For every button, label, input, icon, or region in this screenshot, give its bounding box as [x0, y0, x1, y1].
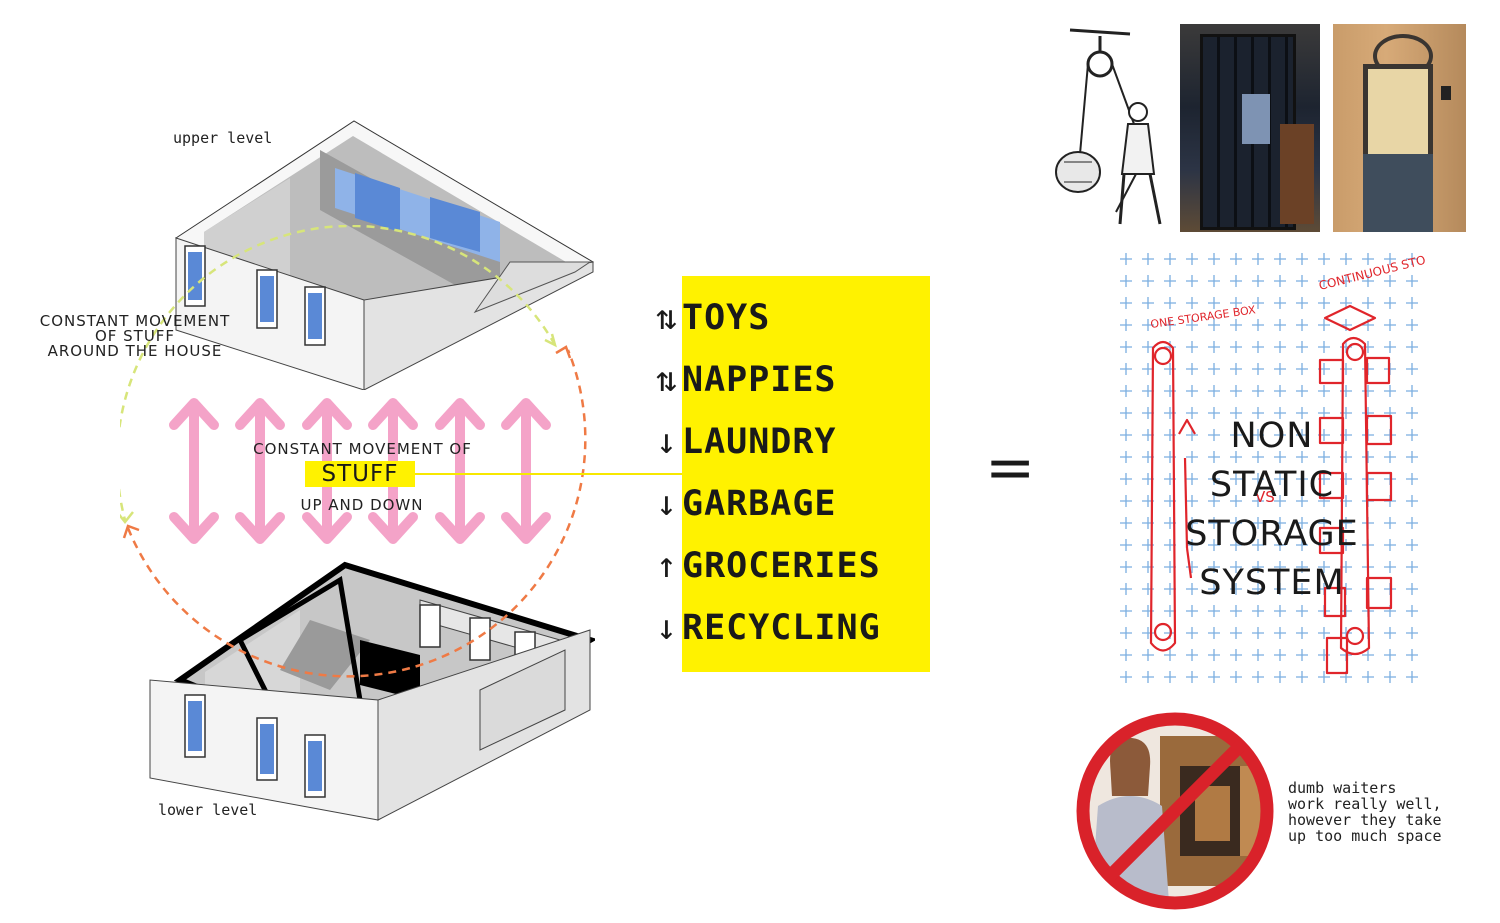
non-static-storage-title: NON STATIC STORAGE SYSTEM [1172, 412, 1372, 608]
note-line-1: dumb waiters [1288, 779, 1397, 797]
stuff-label: STUFF [305, 461, 415, 487]
pink-arrow-6 [501, 398, 551, 544]
direction-icon: ⇅ [655, 298, 678, 338]
movement-updown-top: CONSTANT MOVEMENT OF [253, 440, 472, 458]
movement-around-line-2: OF STUFF [94, 327, 176, 345]
equals-sign: = [985, 433, 1036, 503]
movement-around-line-1: CONSTANT MOVEMENT [39, 312, 231, 330]
glass-elevator-photo [1180, 24, 1320, 232]
list-item: ↑GROCERIES [636, 546, 881, 586]
circulation-circle [120, 225, 587, 678]
vertical-arrows [169, 398, 551, 544]
direction-icon: ↓ [655, 608, 678, 648]
list-item: ↓LAUNDRY [636, 422, 837, 462]
direction-icon: ↑ [655, 546, 678, 586]
upper-level-model [175, 120, 595, 390]
item-label: RECYCLING [682, 608, 881, 648]
item-label: GARBAGE [682, 484, 837, 524]
connector-line [405, 473, 683, 475]
movement-updown-bottom: UP AND DOWN [300, 496, 424, 514]
lower-level-model [149, 561, 595, 821]
lower-level-label: lower level [158, 801, 258, 819]
pink-arrow-2 [235, 398, 285, 544]
title-line-4: SYSTEM [1199, 563, 1345, 603]
no-dumbwaiter-sign [1076, 712, 1274, 910]
list-item: ⇅TOYS [636, 298, 770, 338]
upper-level-label: upper level [173, 129, 273, 147]
pink-arrow-5 [435, 398, 485, 544]
title-line-3: STORAGE [1185, 514, 1359, 554]
title-line-2: STATIC [1209, 465, 1335, 505]
direction-icon: ↓ [655, 484, 678, 524]
storage-sketch: CONTINUOUS STORAGE ONE STORAGE BOX VS [1115, 248, 1425, 692]
direction-icon: ⇅ [655, 360, 678, 400]
pink-arrow-1 [169, 398, 219, 544]
item-label: LAUNDRY [682, 422, 837, 462]
note-line-3: however they take [1288, 811, 1442, 829]
list-item: ⇅NAPPIES [636, 360, 837, 400]
pulley-illustration [1050, 24, 1170, 232]
movement-around-line-3: AROUND THE HOUSE [47, 342, 223, 360]
stuff-list: ⇅TOYS ⇅NAPPIES ↓LAUNDRY ↓GARBAGE ↑GROCER… [636, 298, 936, 658]
item-label: GROCERIES [682, 546, 881, 586]
list-item: ↓GARBAGE [636, 484, 837, 524]
item-label: TOYS [682, 298, 771, 338]
vs-note: VS [1255, 488, 1275, 506]
movement-around-label: CONSTANT MOVEMENT OF STUFF AROUND THE HO… [20, 314, 250, 359]
title-line-1: NON [1230, 416, 1314, 456]
direction-icon: ↓ [655, 422, 678, 462]
note-line-2: work really well, [1288, 795, 1442, 813]
list-item: ↓RECYCLING [636, 608, 881, 648]
note-line-4: up too much space [1288, 827, 1442, 845]
dumbwaiter-photo [1333, 24, 1466, 232]
stuff-panel [682, 276, 930, 672]
item-label: NAPPIES [682, 360, 837, 400]
dumb-waiter-note: dumb waiters work really well, however t… [1288, 780, 1488, 844]
